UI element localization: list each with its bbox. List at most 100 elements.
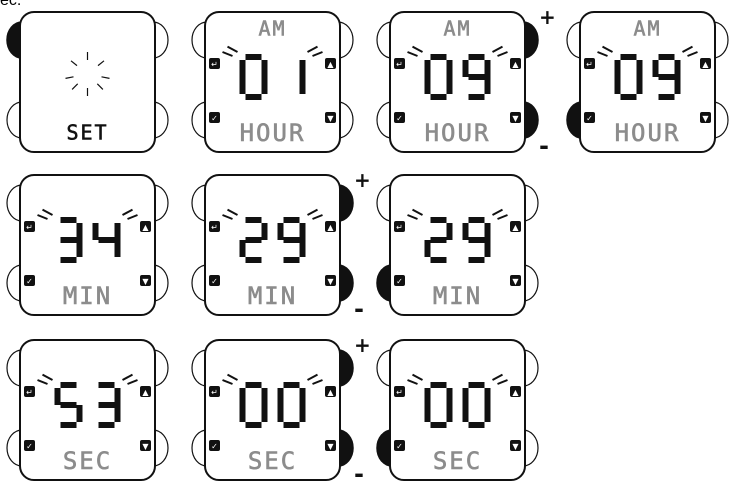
tab-back-icon-glyph: ↵ [26, 388, 33, 397]
digit-segment-b [447, 388, 453, 405]
digit-segment-b [300, 388, 306, 405]
tab-up-icon-glyph: ▲ [702, 60, 709, 69]
digit-segment-d [99, 422, 115, 428]
digit-segment-e [240, 405, 246, 422]
digit-segment-f [425, 388, 431, 405]
tab-back-icon-glyph: ↵ [211, 60, 218, 69]
bottom-label: SEC [63, 447, 112, 475]
digit-segment-e [425, 77, 431, 94]
digit-segment-c [300, 405, 306, 422]
tab-up-icon-glyph: ▲ [327, 388, 334, 397]
tab-down-icon-glyph: ▼ [512, 442, 519, 451]
digit-segment-f [240, 388, 246, 405]
digit-segment-b [115, 388, 121, 405]
tab-confirm-icon-glyph: ✓ [26, 277, 33, 286]
digit-segment-b [485, 388, 491, 405]
digit-segment-a [61, 217, 77, 223]
digit-segment-c [485, 405, 491, 422]
watch-screen-r0-0: SET [7, 12, 168, 152]
digit-segment-f [278, 223, 284, 240]
digit-segment-b [485, 223, 491, 240]
digit-segment-b [447, 60, 453, 77]
bottom-label: MIN [248, 282, 297, 310]
digit-segment-d [431, 257, 447, 263]
tab-down-icon-glyph: ▼ [327, 114, 334, 123]
digit-segment-a [621, 54, 637, 60]
digit-segment-b [77, 223, 83, 240]
bottom-label: SEC [433, 447, 482, 475]
digit-segment-d [284, 422, 300, 428]
digit-segment-f [463, 60, 469, 77]
digit-segment-d [469, 94, 485, 100]
digit-segment-c [447, 405, 453, 422]
digit-segment-b [300, 60, 306, 77]
digit-segment-c [300, 77, 306, 94]
digit-segment-c [485, 77, 491, 94]
tab-back-icon-glyph: ↵ [396, 60, 403, 69]
tab-up-icon-glyph: ▲ [142, 388, 149, 397]
digit-segment-e [240, 240, 246, 257]
digit-segment-d [469, 422, 485, 428]
digit-segment-d [61, 257, 77, 263]
top-label: AM [633, 17, 661, 41]
digit-segment-c [300, 240, 306, 257]
digit-segment-g [284, 237, 300, 243]
tab-up-icon-glyph: ▲ [512, 223, 519, 232]
caption-text: ec. [0, 0, 21, 10]
digit-segment-a [284, 382, 300, 388]
digit-segment-d [61, 422, 77, 428]
digit-segment-e [425, 405, 431, 422]
digit-segment-a [246, 217, 262, 223]
digit-segment-f [55, 388, 61, 405]
tab-up-icon-glyph: ▲ [327, 60, 334, 69]
digit-segment-c [115, 240, 121, 257]
bottom-label: HOUR [425, 119, 491, 147]
digit-segment-g [99, 402, 115, 408]
tab-confirm-icon-glyph: ✓ [211, 114, 218, 123]
digit-segment-d [246, 257, 262, 263]
bottom-label: HOUR [240, 119, 306, 147]
digit-segment-a [61, 382, 77, 388]
digit-segment-c [675, 77, 681, 94]
bottom-label: HOUR [615, 119, 681, 147]
digit-segment-f [278, 388, 284, 405]
tab-back-icon-glyph: ↵ [211, 223, 218, 232]
bottom-label: MIN [433, 282, 482, 310]
top-label: AM [258, 17, 286, 41]
digit-segment-a [284, 217, 300, 223]
tab-up-icon-glyph: ▲ [512, 60, 519, 69]
digit-segment-a [246, 54, 262, 60]
tab-up-icon-glyph: ▲ [142, 223, 149, 232]
bottom-label: MIN [63, 282, 112, 310]
digit-segment-d [246, 94, 262, 100]
digit-segment-a [659, 54, 675, 60]
tab-down-icon-glyph: ▼ [512, 277, 519, 286]
tab-confirm-icon-glyph: ✓ [396, 277, 403, 286]
bottom-label: SET [66, 121, 108, 145]
digit-segment-g [469, 237, 485, 243]
top-label: AM [443, 17, 471, 41]
digit-segment-f [653, 60, 659, 77]
tab-confirm-icon-glyph: ✓ [211, 277, 218, 286]
digit-segment-e [278, 405, 284, 422]
digit-segment-g [61, 237, 77, 243]
digit-segment-b [637, 60, 643, 77]
tab-back-icon-glyph: ↵ [26, 223, 33, 232]
digit-segment-f [463, 223, 469, 240]
digit-segment-a [99, 382, 115, 388]
tab-back-icon-glyph: ↵ [396, 223, 403, 232]
tab-back-icon-glyph: ↵ [211, 388, 218, 397]
digit-segment-f [240, 60, 246, 77]
plus-indicator: + [539, 5, 556, 29]
digit-segment-e [240, 77, 246, 94]
digit-segment-g [246, 237, 262, 243]
digit-segment-b [262, 223, 268, 240]
digit-segment-b [447, 223, 453, 240]
digit-segment-d [469, 257, 485, 263]
digit-segment-b [115, 223, 121, 240]
digit-segment-a [469, 54, 485, 60]
tab-confirm-icon-glyph: ✓ [586, 114, 593, 123]
bottom-label: SEC [248, 447, 297, 475]
digit-segment-d [431, 94, 447, 100]
